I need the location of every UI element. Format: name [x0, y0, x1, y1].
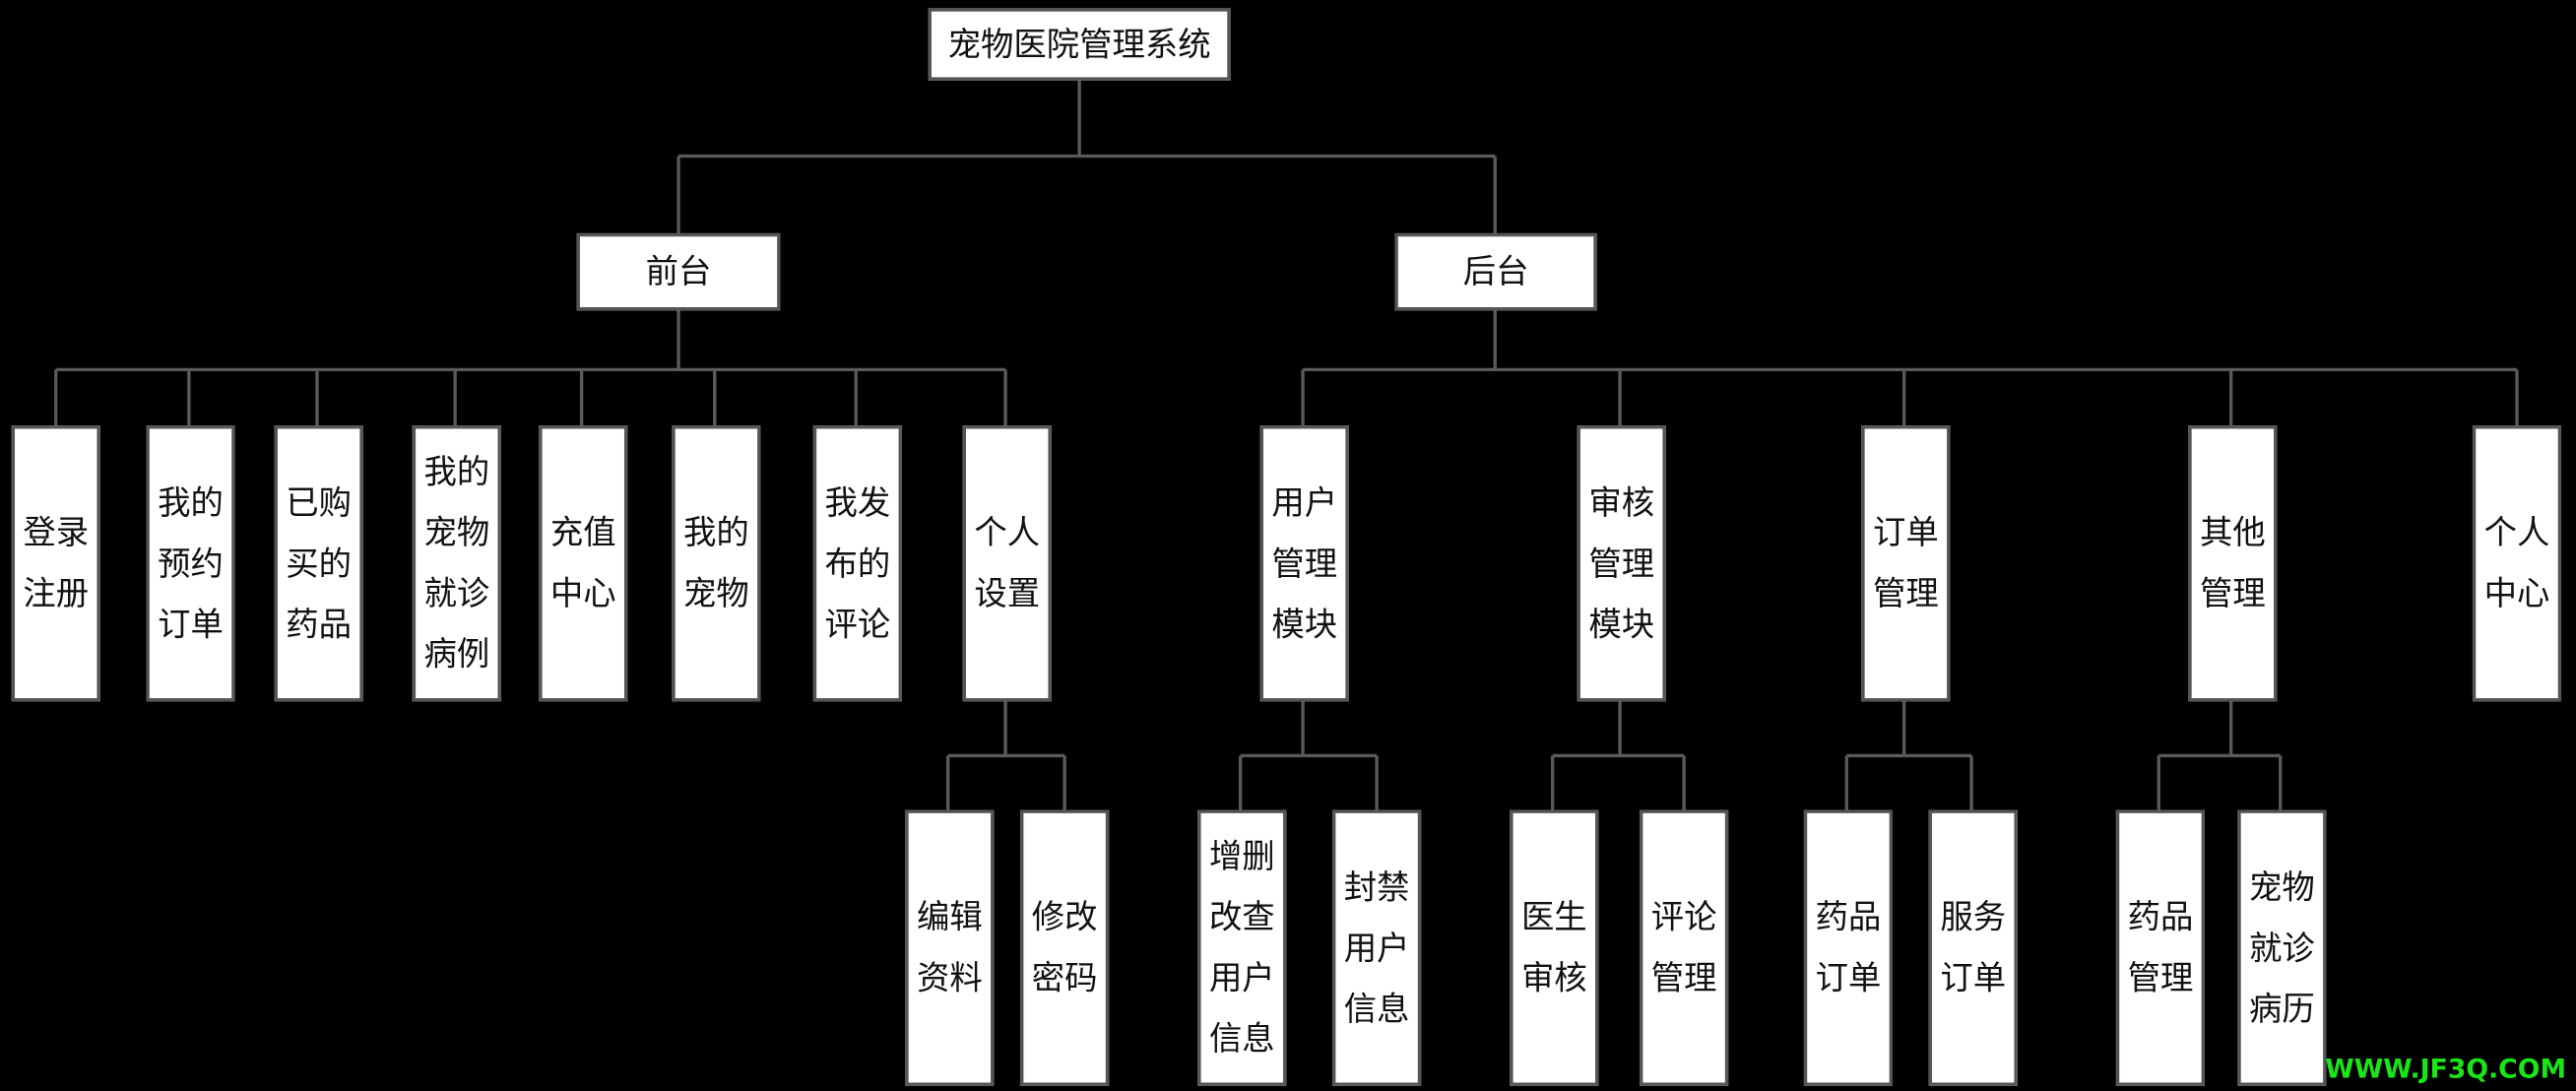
node-label: 服务订单 [1940, 896, 2007, 997]
node-label: 已购买的药品 [286, 481, 353, 644]
node-pet-medical-records: 宠物就诊病历 [2237, 809, 2327, 1086]
node-front: 前台 [576, 232, 781, 311]
node-label: 修改密码 [1031, 896, 1098, 997]
node-comment-management: 评论管理 [1640, 809, 1729, 1086]
node-label: 增删改查用户信息 [1208, 836, 1275, 1059]
node-label: 药品订单 [1815, 896, 1882, 997]
node-root: 宠物医院管理系统 [928, 8, 1231, 81]
node-label: 其他管理 [2199, 512, 2266, 613]
node-label: 宠物就诊病历 [2249, 866, 2315, 1028]
node-medicine-management: 药品管理 [2115, 809, 2205, 1086]
node-purchased-medicine: 已购买的药品 [274, 425, 363, 702]
node-edit-profile: 编辑资料 [905, 809, 995, 1086]
node-label: 后台 [1462, 251, 1529, 291]
node-label: 订单管理 [1872, 512, 1939, 613]
node-label: 我发布的评论 [824, 481, 891, 644]
node-label: 封禁用户信息 [1343, 866, 1410, 1028]
node-review-management: 审核管理模块 [1577, 425, 1666, 702]
node-personal-settings: 个人设置 [962, 425, 1052, 702]
node-doctor-review: 医生审核 [1510, 809, 1599, 1086]
node-medicine-orders: 药品订单 [1803, 809, 1893, 1086]
node-label: 评论管理 [1650, 896, 1717, 997]
node-my-appointments: 我的预约订单 [146, 425, 235, 702]
node-my-comments: 我发布的评论 [812, 425, 902, 702]
watermark: WWW.JF3Q.COM [2325, 1053, 2567, 1085]
node-label: 编辑资料 [916, 896, 983, 997]
node-back: 后台 [1394, 232, 1597, 311]
node-label: 我的宠物 [683, 512, 749, 613]
node-label: 我的宠物就诊病例 [423, 451, 490, 674]
node-recharge-center: 充值中心 [539, 425, 628, 702]
node-label: 用户管理模块 [1271, 481, 1338, 644]
node-personal-center: 个人中心 [2472, 425, 2562, 702]
node-order-management: 订单管理 [1861, 425, 1951, 702]
node-user-management: 用户管理模块 [1259, 425, 1349, 702]
node-label: 宠物医院管理系统 [947, 24, 1211, 64]
node-label: 个人设置 [974, 512, 1041, 613]
node-label: 我的预约订单 [158, 481, 224, 644]
node-label: 个人中心 [2483, 512, 2550, 613]
node-label: 充值中心 [549, 512, 616, 613]
node-ban-user: 封禁用户信息 [1332, 809, 1422, 1086]
node-pet-medical-cases: 我的宠物就诊病例 [412, 425, 501, 702]
node-service-orders: 服务订单 [1928, 809, 2018, 1086]
node-label: 药品管理 [2127, 896, 2194, 997]
node-my-pets: 我的宠物 [672, 425, 761, 702]
node-label: 登录注册 [23, 512, 90, 613]
node-label: 医生审核 [1520, 896, 1587, 997]
node-login-register: 登录注册 [11, 425, 100, 702]
node-label: 前台 [645, 251, 712, 291]
node-label: 审核管理模块 [1588, 481, 1655, 644]
node-user-crud: 增删改查用户信息 [1197, 809, 1287, 1086]
node-other-management: 其他管理 [2188, 425, 2278, 702]
node-change-password: 修改密码 [1020, 809, 1110, 1086]
